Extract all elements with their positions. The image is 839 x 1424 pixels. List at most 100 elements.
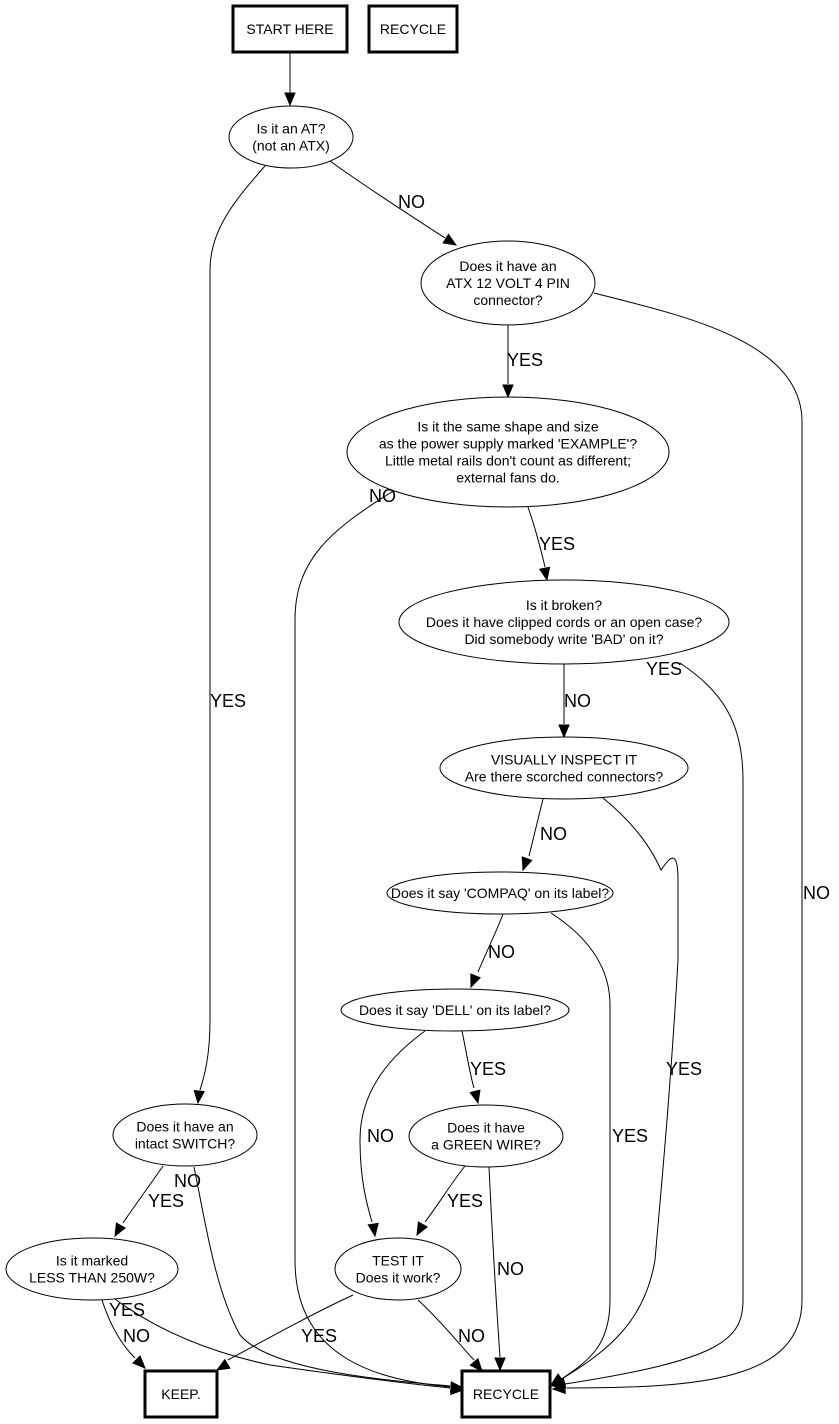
arrowhead-icon: [193, 1089, 205, 1105]
arrowhead-icon: [367, 1222, 379, 1238]
edge-label-no: NO: [398, 192, 425, 212]
arrowhead-icon: [521, 856, 533, 872]
node-text-line: Little metal rails don't count as differ…: [385, 453, 631, 469]
edge-line: [424, 1165, 466, 1223]
ellipse-shape: [5, 1237, 179, 1301]
arrowhead-icon: [558, 724, 570, 739]
edge-test-to-recycle: [417, 1299, 483, 1372]
edge-dell-to-test: [359, 1030, 426, 1238]
node-text-line: Did somebody write 'BAD' on it?: [464, 631, 663, 647]
arrowhead-icon: [132, 1355, 146, 1369]
arrowhead-icon: [469, 1089, 481, 1105]
node-text-line: Does it have: [447, 1120, 525, 1136]
edge-compaq-to-recycle: [549, 912, 611, 1386]
box-shape: [367, 4, 459, 54]
node-text-line: Does it say 'COMPAQ' on its label?: [391, 885, 609, 901]
edge-line: [329, 160, 446, 239]
edge-label-yes: YES: [666, 1059, 702, 1079]
ellipse-shape: [439, 736, 689, 800]
edge-label-yes: YES: [210, 691, 246, 711]
edge-is_at-to-switch: [193, 165, 266, 1105]
edges-layer: [101, 52, 803, 1396]
edge-broken-to-inspect: [558, 664, 570, 739]
edge-label-no: NO: [803, 883, 830, 903]
edge-line: [564, 662, 744, 1385]
edge-switch-to-lt250: [114, 1165, 164, 1238]
ellipse-shape: [386, 871, 614, 915]
edge-test-to-keep: [215, 1294, 354, 1371]
edge-label-no: NO: [369, 486, 396, 506]
edge-label-yes: YES: [539, 534, 575, 554]
node-text-line: external fans do.: [456, 470, 560, 486]
edge-line: [359, 1030, 426, 1223]
edge-line: [527, 506, 546, 568]
edge-label-no: NO: [174, 1171, 201, 1191]
node-text-line: Is it marked: [56, 1253, 128, 1269]
edge-label-no: NO: [540, 824, 567, 844]
edge-green-to-recycle: [488, 1166, 506, 1372]
edge-line: [550, 912, 611, 1381]
edge-start-to-is_at: [284, 52, 296, 107]
edge-is_at-to-atx12v: [329, 160, 458, 246]
edge-line: [559, 797, 679, 1381]
node-text-line: Does it say 'DELL' on its label?: [359, 1002, 551, 1018]
node-text-line: a GREEN WIRE?: [431, 1137, 541, 1153]
edge-green-to-test: [416, 1165, 466, 1237]
edge-label-no: NO: [497, 1259, 524, 1279]
edge-label-yes: YES: [470, 1059, 506, 1079]
node-text-line: TEST IT: [372, 1253, 424, 1269]
edge-line: [477, 913, 504, 973]
node-compaq: Does it say 'COMPAQ' on its label?: [386, 871, 614, 915]
arrowhead-icon: [215, 1358, 231, 1371]
arrowhead-icon: [538, 566, 551, 582]
node-text-line: ATX 12 VOLT 4 PIN: [446, 275, 570, 291]
arrowhead-icon: [416, 1221, 429, 1237]
ellipse-shape: [340, 988, 570, 1032]
edge-lt250-to-recycle: [114, 1298, 465, 1396]
node-text-line: RECYCLE: [380, 21, 446, 37]
edge-label-no: NO: [488, 942, 515, 962]
node-text-line: LESS THAN 250W?: [29, 1270, 155, 1286]
node-text-line: Does it have an: [459, 258, 556, 274]
edge-label-yes: YES: [447, 1191, 483, 1211]
node-text-line: KEEP.: [161, 1386, 200, 1402]
arrowhead-icon: [450, 1383, 465, 1396]
ellipse-shape: [408, 1104, 564, 1168]
node-text-line: Is it broken?: [526, 597, 602, 613]
edge-line: [114, 1298, 451, 1389]
edge-line: [193, 1166, 451, 1387]
edge-compaq-to-dell: [470, 913, 504, 989]
edge-same_shape-to-broken: [527, 506, 551, 582]
edge-line: [566, 292, 803, 1389]
node-text-line: (not an ATX): [252, 138, 330, 154]
node-start: START HERE: [231, 4, 349, 54]
arrowhead-icon: [469, 1357, 483, 1372]
arrowhead-icon: [549, 1373, 565, 1386]
node-text-line: Does it have an: [136, 1119, 233, 1135]
node-text-line: VISUALLY INSPECT IT: [491, 752, 638, 768]
edge-label-yes: YES: [612, 1126, 648, 1146]
edge-label-no: NO: [564, 691, 591, 711]
arrowhead-icon: [494, 1357, 506, 1372]
node-text-line: intact SWITCH?: [135, 1136, 236, 1152]
node-keep: KEEP.: [143, 1369, 219, 1419]
edge-line: [227, 1294, 354, 1361]
node-text-line: START HERE: [246, 21, 333, 37]
edge-label-yes: YES: [148, 1191, 184, 1211]
node-dell: Does it say 'DELL' on its label?: [340, 988, 570, 1032]
ellipse-shape: [346, 396, 670, 508]
edge-line: [294, 489, 451, 1388]
arrowhead-icon: [114, 1222, 127, 1238]
edge-line: [199, 165, 266, 1091]
ellipse-shape: [420, 240, 596, 326]
node-recycle: RECYCLE: [460, 1369, 552, 1419]
node-text-line: RECYCLE: [473, 1386, 539, 1402]
box-shape: [460, 1369, 552, 1419]
edge-label-yes: YES: [507, 350, 543, 370]
node-text-line: Are there scorched connectors?: [465, 769, 664, 785]
